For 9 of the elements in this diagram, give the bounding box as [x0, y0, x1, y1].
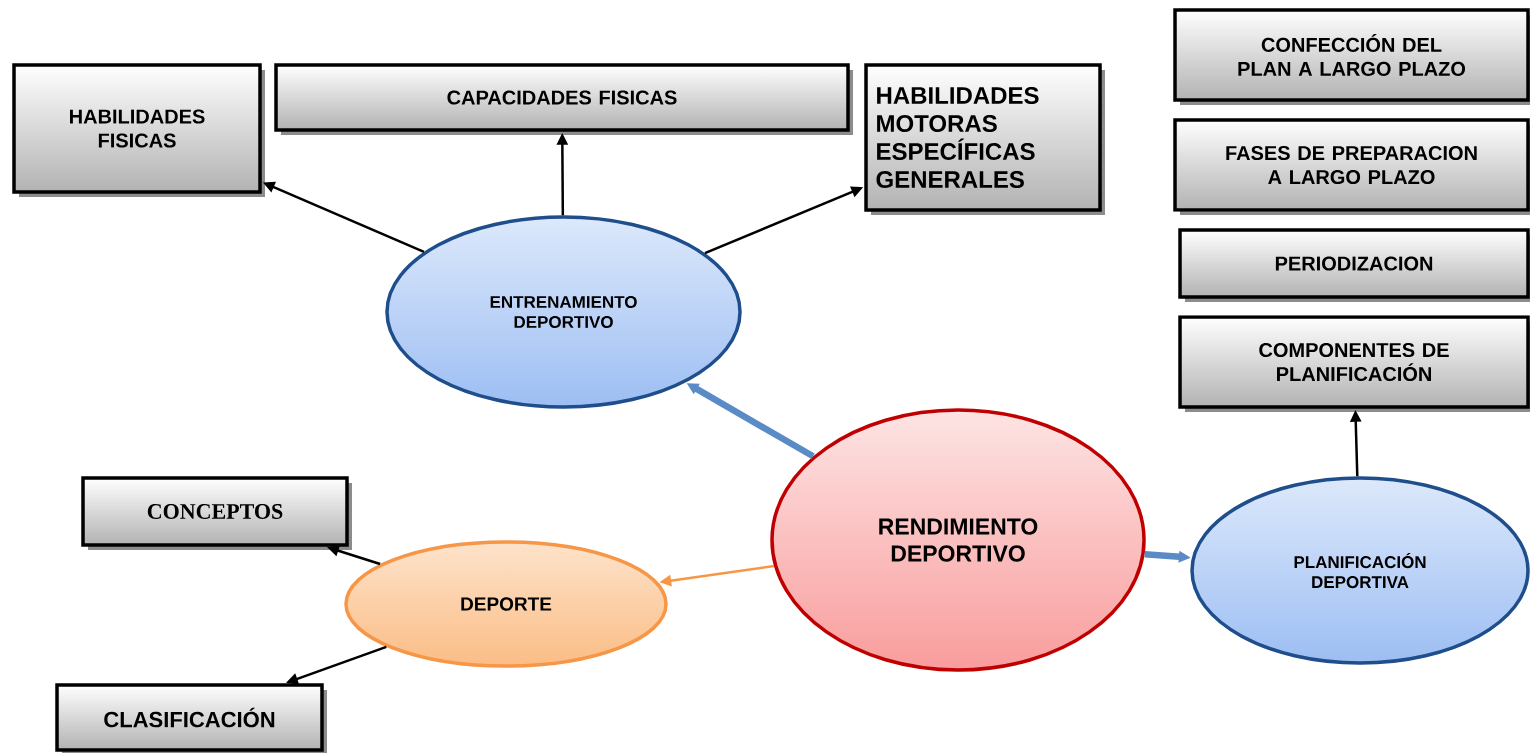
text-box: COMPONENTES DE PLANIFICACIÓN [1178, 315, 1530, 412]
text-box: PERIODIZACION [1178, 228, 1530, 302]
text-box: CAPACIDADES FISICAS [274, 63, 853, 135]
text-box: HABILIDADES MOTORAS ESPECÍFICAS GENERALES [864, 63, 1105, 215]
text-box: FASES DE PREPARACION A LARGO PLAZO [1173, 118, 1530, 215]
text-box: CONCEPTOS [81, 476, 352, 550]
text-box: CONFECCIÓN DEL PLAN A LARGO PLAZO [1173, 8, 1530, 105]
text-box: CLASIFICACIÓN [55, 683, 327, 753]
text-box: HABILIDADES FISICAS [12, 63, 265, 197]
